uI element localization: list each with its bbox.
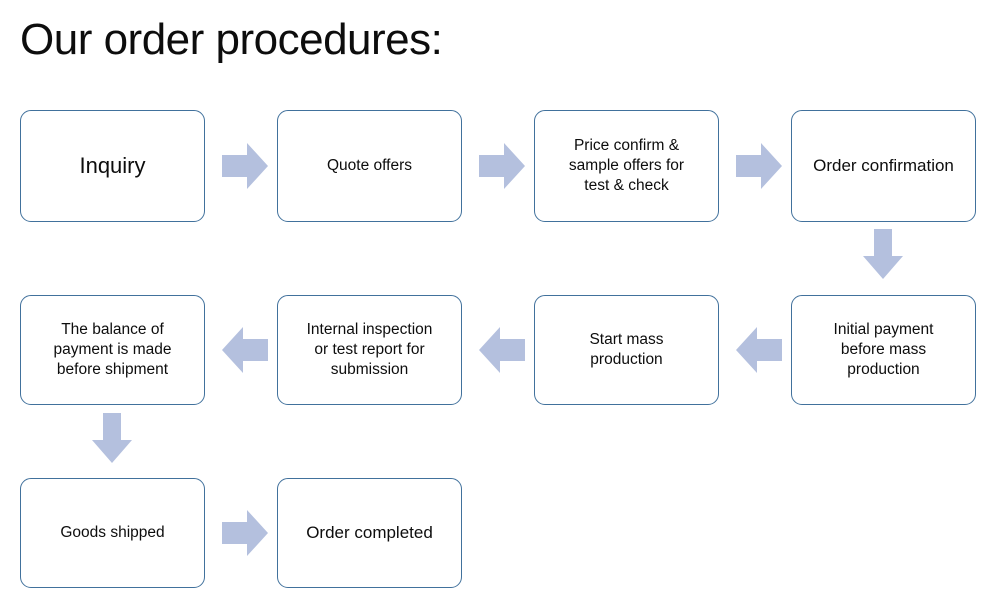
flow-box-label: Start mass production bbox=[589, 330, 664, 368]
flow-box-balance-payment[interactable]: The balance of payment is made before sh… bbox=[20, 295, 205, 405]
flow-box-label: The balance of payment is made before sh… bbox=[53, 320, 172, 379]
arrow-left-icon bbox=[736, 325, 782, 375]
flow-box-label: Order completed bbox=[306, 522, 433, 542]
flow-box-start-mass-production[interactable]: Start mass production bbox=[534, 295, 719, 405]
flow-box-inquiry[interactable]: Inquiry bbox=[20, 110, 205, 222]
flow-box-order-completed[interactable]: Order completed bbox=[277, 478, 462, 588]
flow-box-goods-shipped[interactable]: Goods shipped bbox=[20, 478, 205, 588]
flow-box-label: Goods shipped bbox=[60, 523, 165, 541]
arrow-right-icon bbox=[222, 508, 268, 558]
flow-box-price-confirm[interactable]: Price confirm & sample offers for test &… bbox=[534, 110, 719, 222]
flow-box-label: Inquiry bbox=[79, 152, 146, 178]
page-title: Our order procedures: bbox=[20, 15, 443, 64]
flow-box-label: Order confirmation bbox=[813, 155, 954, 175]
flow-box-label: Initial payment before mass production bbox=[833, 320, 934, 379]
arrow-down-icon bbox=[90, 413, 134, 463]
arrow-right-icon bbox=[736, 141, 782, 191]
arrow-down-icon bbox=[861, 229, 905, 279]
flow-box-label: Price confirm & sample offers for test &… bbox=[568, 136, 685, 195]
flow-box-internal-inspection[interactable]: Internal inspection or test report for s… bbox=[277, 295, 462, 405]
arrow-right-icon bbox=[222, 141, 268, 191]
flow-box-quote-offers[interactable]: Quote offers bbox=[277, 110, 462, 222]
flow-box-order-confirmation[interactable]: Order confirmation bbox=[791, 110, 976, 222]
flow-box-label: Quote offers bbox=[326, 156, 412, 174]
arrow-left-icon bbox=[222, 325, 268, 375]
flow-box-label: Internal inspection or test report for s… bbox=[306, 320, 433, 379]
flow-box-initial-payment[interactable]: Initial payment before mass production bbox=[791, 295, 976, 405]
arrow-left-icon bbox=[479, 325, 525, 375]
arrow-right-icon bbox=[479, 141, 525, 191]
